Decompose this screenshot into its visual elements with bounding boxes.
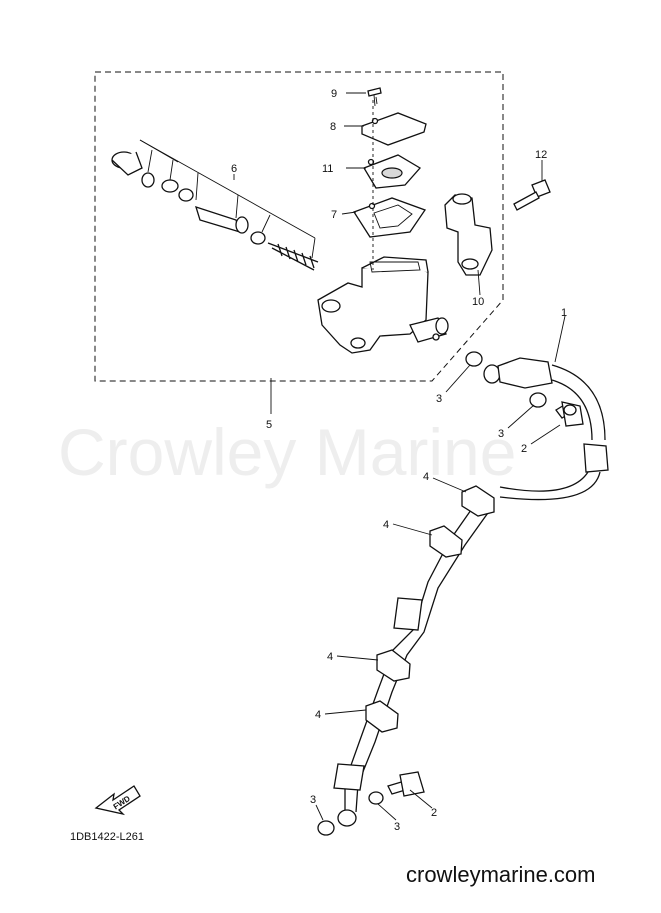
callout-4-second: 4: [383, 519, 389, 531]
callout-3-lower-right: 3: [394, 821, 400, 833]
hose-clamp-3[interactable]: [376, 649, 411, 682]
forward-arrow-icon: FWD: [94, 785, 141, 816]
callout-9: 9: [331, 88, 337, 100]
callout-8: 8: [330, 121, 336, 133]
diaphragm-plate[interactable]: [353, 197, 427, 238]
leader-lines: [233, 92, 566, 821]
copper-washer-upper-2[interactable]: [529, 392, 547, 408]
callout-2-lower: 2: [431, 807, 437, 819]
callout-1: 1: [561, 307, 567, 319]
hose-clamp-4[interactable]: [365, 700, 399, 733]
callout-4-first: 4: [423, 471, 429, 483]
hose-clamp-2[interactable]: [429, 525, 463, 558]
copper-washer-upper-1[interactable]: [465, 351, 483, 367]
copper-washer-lower-1[interactable]: [368, 791, 384, 805]
callout-12: 12: [535, 149, 547, 161]
hose-clamp-1[interactable]: [461, 485, 495, 517]
callout-4-third: 4: [327, 651, 333, 663]
watermark-text: Crowley Marine: [58, 415, 516, 489]
reservoir-cap[interactable]: [361, 112, 427, 146]
assembly-boundary: [94, 71, 504, 382]
callout-3-lower-left: 3: [310, 794, 316, 806]
piston-kit[interactable]: [111, 139, 319, 271]
callout-7: 7: [331, 209, 337, 221]
callout-3-upper-left: 3: [436, 393, 442, 405]
cap-screw[interactable]: [367, 87, 382, 107]
callout-2-upper: 2: [521, 443, 527, 455]
diaphragm[interactable]: [363, 154, 422, 189]
callout-5: 5: [266, 419, 272, 431]
callout-4-fourth: 4: [315, 709, 321, 721]
callout-11: 11: [322, 163, 333, 175]
holder-bolt[interactable]: [513, 179, 551, 211]
site-url: crowleymarine.com: [406, 862, 596, 887]
master-cylinder-holder[interactable]: [444, 193, 493, 276]
callout-3-upper-right: 3: [498, 428, 504, 440]
copper-washer-lower-2[interactable]: [317, 820, 335, 836]
diagram-code: 1DB1422-L261: [70, 831, 144, 843]
union-bolt-upper[interactable]: [555, 401, 584, 427]
callout-6: 6: [231, 163, 237, 175]
master-cylinder-body[interactable]: [317, 256, 449, 354]
callout-10: 10: [472, 296, 484, 308]
union-bolt-lower[interactable]: [387, 771, 425, 797]
